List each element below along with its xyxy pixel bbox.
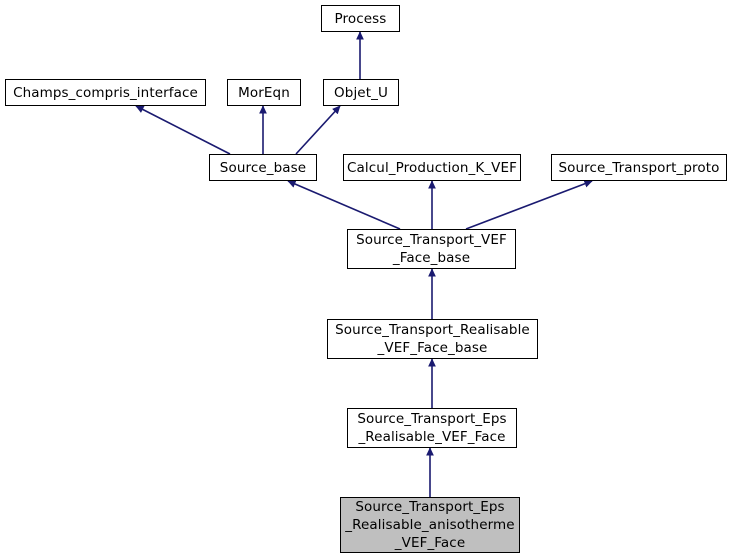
node-objet-u-label: Objet_U — [334, 84, 388, 101]
node-source-base-label: Source_base — [219, 159, 307, 176]
node-process-label: Process — [334, 10, 387, 27]
node-source-base[interactable]: Source_base — [209, 154, 317, 181]
node-source-transport-vef-face-base[interactable]: Source_Transport_VEF _Face_base — [347, 229, 516, 269]
node-source-transport-eps-realisable-vef-face-label: Source_Transport_Eps _Realisable_VEF_Fac… — [357, 411, 507, 445]
inheritance-arrow — [135, 105, 231, 155]
node-source-transport-proto[interactable]: Source_Transport_proto — [551, 154, 727, 181]
inheritance-arrow — [465, 180, 593, 230]
node-moreqn-label: MorEqn — [238, 84, 290, 101]
node-source-transport-realisable-vef-face-base[interactable]: Source_Transport_Realisable _VEF_Face_ba… — [327, 319, 538, 359]
node-source-transport-proto-label: Source_Transport_proto — [558, 159, 720, 176]
node-moreqn[interactable]: MorEqn — [227, 79, 301, 106]
inheritance-arrow — [295, 105, 341, 155]
inheritance-arrow — [287, 180, 401, 230]
node-calcul-production-k-vef[interactable]: Calcul_Production_K_VEF — [343, 154, 521, 181]
node-objet-u[interactable]: Objet_U — [323, 79, 399, 106]
inheritance-edges — [135, 31, 593, 497]
node-source-transport-eps-realisable-anisotherme-vef-face[interactable]: Source_Transport_Eps _Realisable_anisoth… — [340, 497, 520, 553]
node-source-transport-realisable-vef-face-base-label: Source_Transport_Realisable _VEF_Face_ba… — [335, 322, 530, 356]
node-champs-compris-interface-label: Champs_compris_interface — [13, 84, 198, 101]
node-champs-compris-interface[interactable]: Champs_compris_interface — [5, 79, 206, 106]
node-calcul-production-k-vef-label: Calcul_Production_K_VEF — [347, 159, 517, 176]
node-source-transport-eps-realisable-vef-face[interactable]: Source_Transport_Eps _Realisable_VEF_Fac… — [347, 408, 517, 448]
node-source-transport-eps-realisable-anisotherme-vef-face-label: Source_Transport_Eps _Realisable_anisoth… — [345, 499, 515, 551]
node-process[interactable]: Process — [321, 5, 400, 32]
node-source-transport-vef-face-base-label: Source_Transport_VEF _Face_base — [356, 232, 507, 266]
